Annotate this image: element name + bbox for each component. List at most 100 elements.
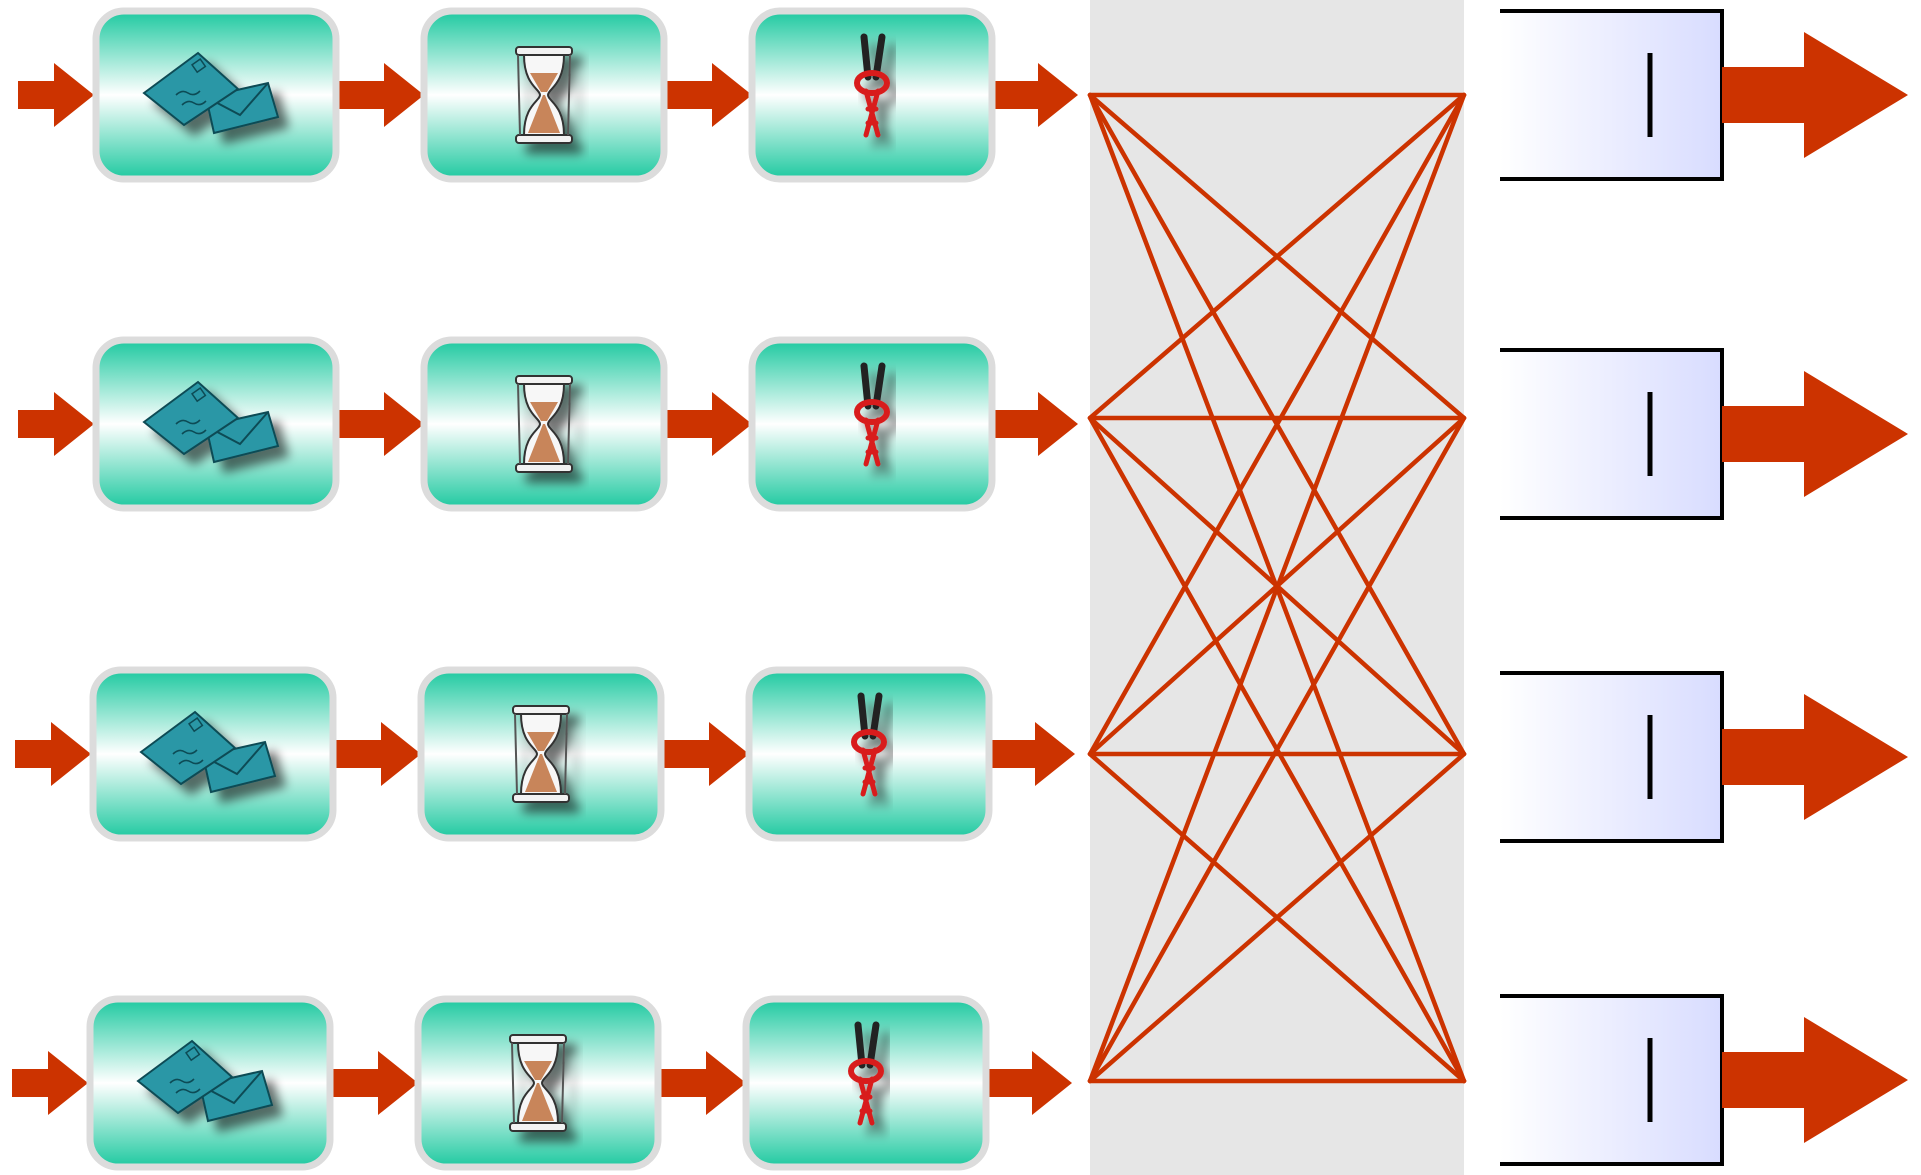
stage-box-envelope[interactable] bbox=[92, 336, 340, 512]
stage-box-hourglass[interactable] bbox=[420, 7, 668, 183]
input-row-1 bbox=[18, 7, 1078, 183]
hourglass-top-cap bbox=[515, 375, 573, 385]
envelope-writing bbox=[172, 749, 204, 765]
flow-arrow-3 bbox=[664, 392, 752, 456]
output-queue-2[interactable] bbox=[1500, 348, 1908, 520]
knot-loop bbox=[851, 729, 887, 755]
envelope-front bbox=[139, 710, 237, 786]
flow-arrow-2 bbox=[333, 722, 421, 786]
stage-box-knot[interactable] bbox=[748, 7, 996, 183]
hourglass-post-left bbox=[517, 383, 521, 465]
envelope-front bbox=[142, 51, 240, 127]
flow-arrow-3 bbox=[664, 63, 752, 127]
knot-loop bbox=[848, 1058, 884, 1084]
flow-arrow-2 bbox=[336, 392, 424, 456]
hourglass-top-cap bbox=[515, 46, 573, 56]
flow-arrow-3 bbox=[661, 722, 749, 786]
flow-arrow-4 bbox=[991, 722, 1075, 786]
knot-icon bbox=[851, 692, 887, 797]
hourglass-post-right bbox=[567, 54, 571, 136]
hourglass-icon bbox=[512, 705, 570, 803]
stage-box-hourglass[interactable] bbox=[420, 336, 668, 512]
flow-arrow-1 bbox=[12, 1051, 88, 1115]
envelope-stamp bbox=[190, 386, 207, 403]
queue-fill bbox=[1500, 11, 1722, 179]
output-queue-4[interactable] bbox=[1500, 994, 1908, 1166]
hourglass-post-right bbox=[567, 383, 571, 465]
stage-box-knot[interactable] bbox=[745, 666, 993, 842]
hourglass-icon bbox=[515, 46, 573, 144]
flow-arrow-1 bbox=[15, 722, 91, 786]
knot-icon bbox=[854, 33, 890, 138]
hourglass-post-left bbox=[517, 54, 521, 136]
stage-box-hourglass[interactable] bbox=[414, 995, 662, 1171]
hourglass-bottom-cap bbox=[515, 463, 573, 473]
output-arrow bbox=[1722, 32, 1908, 158]
stage-box-envelope[interactable] bbox=[92, 7, 340, 183]
envelope-stamp bbox=[190, 57, 207, 74]
input-row-4 bbox=[12, 995, 1072, 1171]
hourglass-icon bbox=[509, 1034, 567, 1132]
flow-arrow-4 bbox=[988, 1051, 1072, 1115]
stage-box-knot[interactable] bbox=[748, 336, 996, 512]
knot-rope-red bbox=[863, 417, 881, 467]
output-arrow bbox=[1722, 1017, 1908, 1143]
input-row-3 bbox=[15, 666, 1075, 842]
flow-arrow-1 bbox=[18, 392, 94, 456]
hourglass-bottom-cap bbox=[509, 1122, 567, 1132]
envelope-writing bbox=[169, 1078, 201, 1094]
knot-rope-red bbox=[857, 1076, 875, 1126]
crossbar-link-4-1 bbox=[1087, 92, 1467, 1084]
hourglass-bottom-cap bbox=[512, 793, 570, 803]
queue-fill bbox=[1500, 350, 1722, 518]
envelope-writing bbox=[175, 90, 207, 106]
flow-arrow-1 bbox=[18, 63, 94, 127]
knot-rope-black bbox=[857, 692, 883, 740]
knot-icon bbox=[854, 362, 890, 467]
hourglass-sand-top bbox=[530, 402, 558, 421]
stage-box-envelope[interactable] bbox=[86, 995, 334, 1171]
crossbar-link-4-2 bbox=[1087, 415, 1467, 1084]
crossbar-link-2-1 bbox=[1087, 92, 1467, 421]
queue-fill bbox=[1500, 996, 1722, 1164]
hourglass-top-cap bbox=[509, 1034, 567, 1044]
stage-box-knot[interactable] bbox=[742, 995, 990, 1171]
hourglass-sand-bottom bbox=[522, 1083, 554, 1121]
output-queue-3[interactable] bbox=[1500, 671, 1908, 843]
hourglass-bottom-cap bbox=[515, 134, 573, 144]
output-arrow bbox=[1722, 694, 1908, 820]
hourglass-sand-top bbox=[524, 1061, 552, 1080]
hourglass-sand-bottom bbox=[528, 95, 560, 133]
hourglass-sand-top bbox=[530, 73, 558, 92]
hourglass-icon bbox=[515, 375, 573, 473]
envelope-writing bbox=[175, 419, 207, 435]
knot-rope-black bbox=[854, 1021, 880, 1069]
queue-fill bbox=[1500, 673, 1722, 841]
stage-box-hourglass[interactable] bbox=[417, 666, 665, 842]
knot-icon bbox=[848, 1021, 884, 1126]
flow-arrow-3 bbox=[658, 1051, 746, 1115]
crossbar-connections bbox=[1087, 92, 1467, 1084]
knot-loop bbox=[854, 399, 890, 425]
envelope-stamp bbox=[184, 1045, 201, 1062]
hourglass-post-right bbox=[561, 1042, 565, 1124]
crossbar-link-4-3 bbox=[1087, 751, 1467, 1084]
output-queues bbox=[1500, 9, 1908, 1166]
envelope-icon bbox=[139, 710, 277, 794]
crossbar-link-3-1 bbox=[1087, 92, 1467, 757]
knot-rope-black bbox=[860, 33, 886, 81]
hourglass-sand-bottom bbox=[525, 754, 557, 792]
stage-box-envelope[interactable] bbox=[89, 666, 337, 842]
knot-loop bbox=[854, 70, 890, 96]
envelope-front bbox=[142, 380, 240, 456]
output-arrow bbox=[1722, 371, 1908, 497]
envelope-icon bbox=[142, 380, 280, 464]
envelope-front bbox=[136, 1039, 234, 1115]
hourglass-top-cap bbox=[512, 705, 570, 715]
output-queue-1[interactable] bbox=[1500, 9, 1908, 181]
hourglass-sand-bottom bbox=[528, 424, 560, 462]
flow-arrow-4 bbox=[994, 63, 1078, 127]
envelope-stamp bbox=[187, 716, 204, 733]
input-row-2 bbox=[18, 336, 1078, 512]
